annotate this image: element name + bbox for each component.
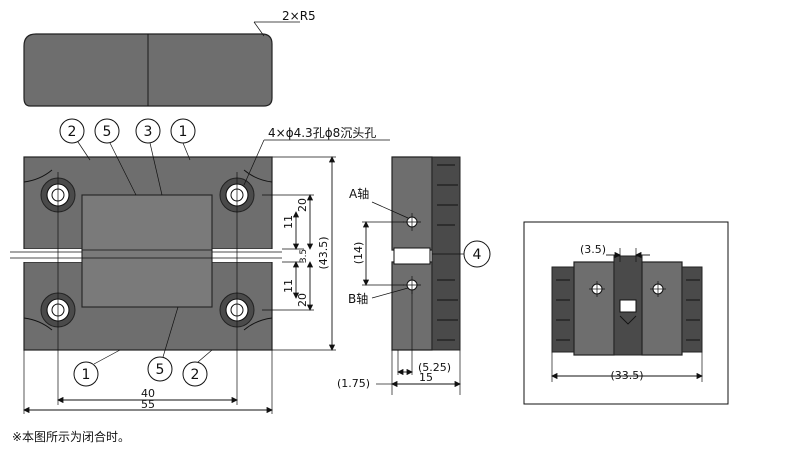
dim-width-40: 40 <box>141 387 155 400</box>
dim-20-top: 20 <box>296 198 309 212</box>
dim-15: 15 <box>419 371 433 384</box>
callouts-top: 2 5 3 1 <box>59 118 196 196</box>
hole-spec-label: 4×ϕ4.3孔ϕ8沉头孔 <box>268 126 376 140</box>
dim-5-25: (5.25) <box>418 361 451 374</box>
front-view: 4×ϕ4.3孔ϕ8沉头孔 2 5 3 1 1 5 2 <box>10 118 390 414</box>
callout-5-top: 5 <box>103 124 112 140</box>
side-view: A轴 B轴 (14) 4 (5.25) 15 (1.75) <box>337 156 491 395</box>
callout-5-bottom: 5 <box>156 362 165 378</box>
dim-axis-spacing: (14) <box>352 242 365 265</box>
callouts-bottom: 1 5 2 <box>73 306 213 387</box>
axis-a-label: A轴 <box>349 186 369 201</box>
top-view: 2×R5 <box>23 9 316 107</box>
dim-1-75: (1.75) <box>337 377 370 390</box>
axis-b-label: B轴 <box>348 291 368 306</box>
open-view: (3.5) (33.5) <box>523 221 729 405</box>
dim-open-gap: (3.5) <box>580 243 606 256</box>
callout-2-bottom: 2 <box>191 367 200 383</box>
dim-overall-height: (43.5) <box>317 236 330 269</box>
dim-open-width: (33.5) <box>610 369 643 382</box>
corner-radius-label: 2×R5 <box>282 9 316 23</box>
callout-3-top: 3 <box>144 124 153 140</box>
callout-2-top: 2 <box>68 124 77 140</box>
dim-20-bottom: 20 <box>296 293 309 307</box>
callout-1-bottom: 1 <box>82 367 91 383</box>
dim-width-55: 55 <box>141 398 155 411</box>
dim-11-bottom: 11 <box>282 279 295 293</box>
callout-4: 4 <box>473 247 482 263</box>
footnote: ※本图所示为闭合时。 <box>12 430 131 444</box>
dim-11-top: 11 <box>282 215 295 229</box>
dim-gap: 3.5 <box>299 249 309 263</box>
callout-1-top: 1 <box>179 124 188 140</box>
